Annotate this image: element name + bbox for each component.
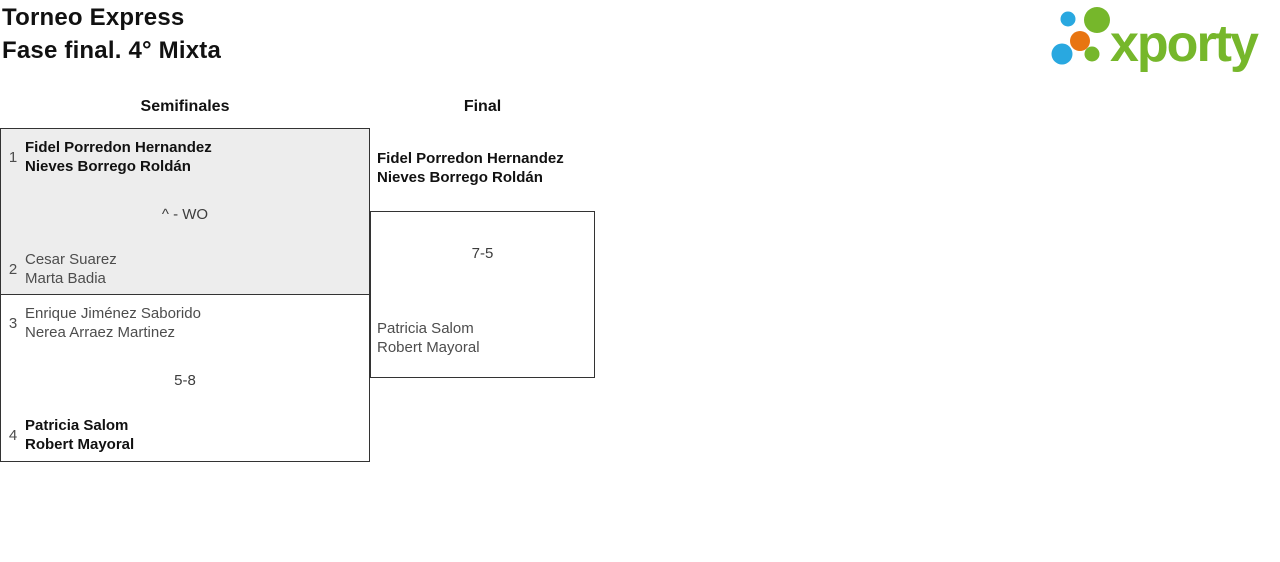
player-name: Fidel Porredon Hernandez (377, 150, 564, 167)
seed-number: 1 (8, 148, 18, 166)
seed-number: 4 (8, 426, 18, 444)
team-players: Patricia Salom Robert Mayoral (25, 416, 134, 454)
logo-dot-small-blue (1060, 11, 1076, 27)
player-name: Nieves Borrego Roldán (25, 158, 191, 175)
team-row[interactable]: 2 Cesar Suarez Marta Badia (1, 250, 369, 288)
player-name: Cesar Suarez (25, 251, 117, 268)
player-name: Patricia Salom (25, 417, 129, 434)
player-name: Nerea Arraez Martinez (25, 324, 176, 341)
seed-number: 3 (8, 314, 18, 332)
logo-dot-orange (1070, 31, 1090, 51)
player-name: Robert Mayoral (25, 436, 135, 453)
match-box-semifinal-1: 1 Fidel Porredon Hernandez Nieves Borreg… (0, 128, 370, 295)
player-name: Enrique Jiménez Saborido (25, 305, 201, 322)
logo-dot-big-blue (1051, 43, 1073, 65)
match-box-semifinal-2: 3 Enrique Jiménez Saborido Nerea Arraez … (0, 295, 370, 462)
player-name: Nieves Borrego Roldán (377, 169, 543, 186)
final-team-top[interactable]: Fidel Porredon Hernandez Nieves Borrego … (377, 149, 564, 187)
player-name: Marta Badia (25, 270, 106, 287)
final-team-bottom[interactable]: Patricia Salom Robert Mayoral (377, 319, 480, 357)
xporty-logo-icon: xporty (1051, 7, 1261, 73)
team-players: Enrique Jiménez Saborido Nerea Arraez Ma… (25, 304, 201, 342)
team-row[interactable]: 1 Fidel Porredon Hernandez Nieves Borreg… (1, 138, 369, 176)
team-row[interactable]: 4 Patricia Salom Robert Mayoral (1, 416, 369, 454)
match-score: 5-8 (174, 372, 196, 389)
seed-number: 2 (8, 260, 18, 278)
match-score: ^ - WO (161, 206, 209, 223)
page-header: Torneo Express Fase final. 4° Mixta (2, 1, 221, 67)
player-name: Fidel Porredon Hernandez (25, 139, 212, 156)
team-players: Fidel Porredon Hernandez Nieves Borrego … (25, 138, 212, 176)
match-score: 7-5 (471, 245, 494, 262)
xporty-wordmark: xporty (1110, 15, 1259, 73)
match-box-final (370, 211, 595, 378)
logo-dot-big-green (1084, 7, 1110, 33)
player-name: Patricia Salom (377, 320, 474, 337)
tournament-subtitle: Fase final. 4° Mixta (2, 37, 222, 64)
round-header-semifinales: Semifinales (140, 98, 230, 115)
round-header-final: Final (463, 98, 502, 115)
xporty-logo[interactable]: xporty (1050, 2, 1278, 74)
player-name: Robert Mayoral (377, 339, 480, 356)
team-players: Cesar Suarez Marta Badia (25, 250, 117, 288)
logo-dot-small-green (1084, 46, 1100, 62)
tournament-title: Torneo Express (2, 4, 185, 31)
team-row[interactable]: 3 Enrique Jiménez Saborido Nerea Arraez … (1, 304, 369, 342)
